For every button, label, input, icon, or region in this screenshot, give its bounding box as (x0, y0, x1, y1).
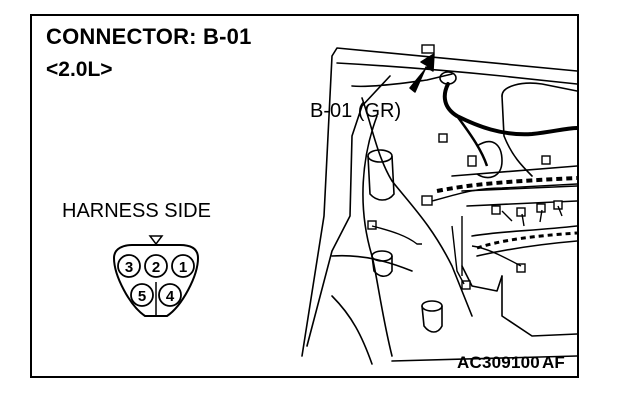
connector-small-4 (367, 220, 377, 230)
pin-1-label: 1 (179, 259, 187, 276)
reservoir-bottom-cap (421, 300, 443, 312)
connector-housing (112, 244, 200, 317)
callout-label: B-01 (GR) (310, 100, 401, 122)
connector-title: CONNECTOR: B-01 (46, 24, 252, 49)
connector-small-8 (553, 200, 563, 210)
reservoir-body (367, 155, 395, 201)
reservoir-lower-body (371, 255, 393, 278)
connector-small-10 (516, 263, 526, 273)
diagram-frame: CONNECTOR: B-01 <2.0L> HARNESS SIDE AC30… (30, 14, 579, 378)
lower-block (501, 275, 578, 337)
pin-5-circle (130, 283, 154, 307)
pin-2-label: 2 (152, 259, 160, 276)
sensor-wire-5 (471, 245, 522, 267)
engine-variant-label: <2.0L> (46, 58, 113, 81)
connector-small-5 (491, 205, 501, 215)
reservoir-bottom-body (421, 305, 443, 333)
connector-small-1 (438, 133, 448, 143)
pin-4-circle (158, 283, 182, 307)
engine-cover-top (501, 82, 578, 97)
connector-small-2 (467, 155, 477, 167)
pin-3-label: 3 (125, 259, 133, 276)
cowl-panel (351, 73, 453, 88)
fender-line (306, 75, 391, 347)
harness-tape (436, 176, 578, 193)
callout-arrow-icon (409, 53, 435, 93)
engine-cover-edge (501, 95, 533, 177)
sensor-wire-2 (431, 183, 578, 202)
harness-branch (455, 115, 489, 167)
figure-code-suffix: AF (541, 353, 565, 372)
engine-bay-illustration: B-01 (GR) 3 2 1 5 4 (112, 44, 579, 365)
connector-small-7 (536, 203, 546, 213)
intake-runner-1 (471, 225, 578, 237)
pin-2-circle (144, 254, 168, 278)
connector-small-3 (421, 195, 433, 206)
connector-small-9 (461, 280, 471, 290)
firewall-top (336, 62, 578, 85)
sensor-wire-1 (371, 225, 422, 245)
harness-side-label: HARNESS SIDE (62, 200, 211, 222)
intake-runner-2 (476, 240, 578, 257)
bottom-edge (391, 355, 578, 362)
bracket-lower (461, 265, 503, 292)
lock-mark-icon (148, 235, 164, 246)
connector-b01-body (421, 44, 435, 54)
pin-1-circle (171, 254, 195, 278)
pin-5-label: 5 (138, 288, 146, 305)
lower-panel (331, 295, 373, 365)
pin-4-label: 4 (166, 288, 175, 305)
sensor-wire-6 (501, 205, 563, 227)
bulkhead (361, 97, 473, 317)
reservoir-cap-lower (371, 250, 393, 262)
sensor-wire-4 (451, 225, 465, 285)
main-harness-wire (442, 82, 579, 137)
connector-small-11 (541, 155, 551, 165)
connector-small-6 (516, 207, 526, 217)
pin-3-circle (117, 254, 141, 278)
connector-face: 3 2 1 5 4 (112, 235, 200, 317)
air-duct (476, 140, 503, 179)
hood-edge (301, 47, 578, 357)
harness-tape-lower (476, 231, 578, 250)
